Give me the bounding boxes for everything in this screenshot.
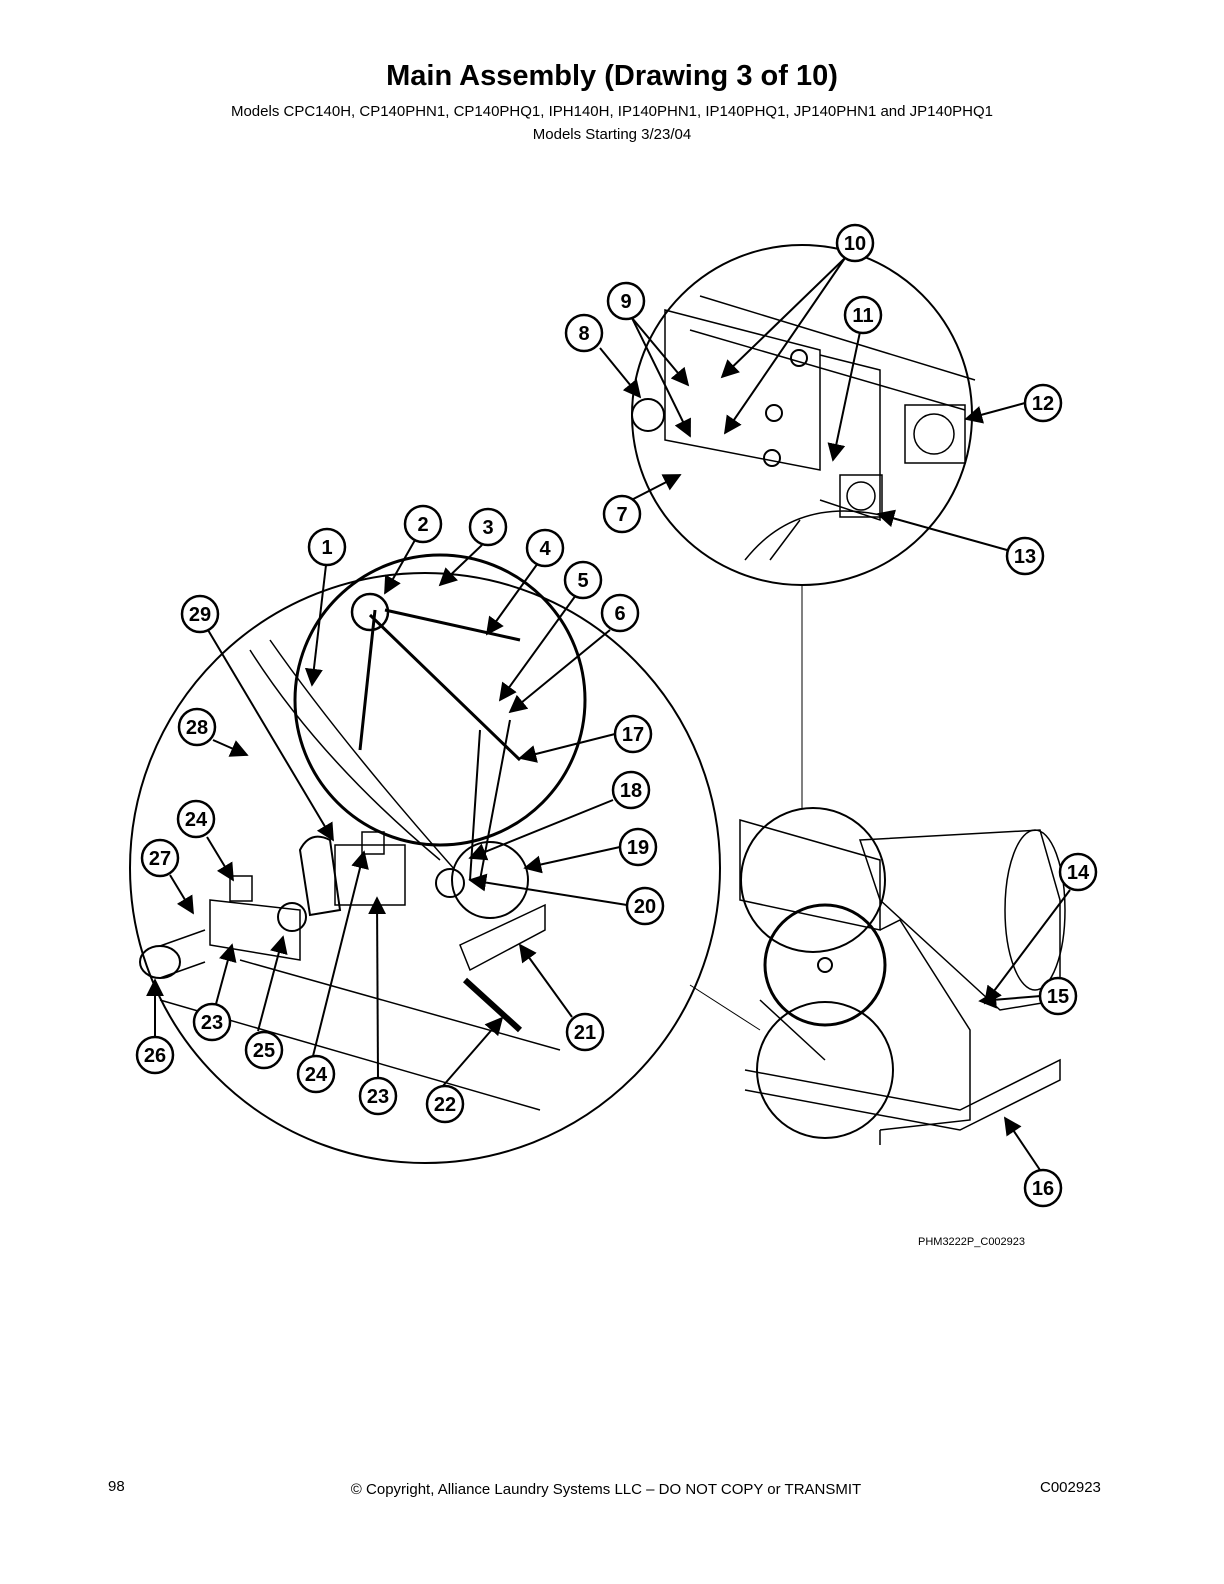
callout: 28 xyxy=(177,707,217,747)
callout-label: 22 xyxy=(434,1094,456,1116)
callout-label: 16 xyxy=(1032,1178,1054,1200)
callout-label: 9 xyxy=(620,291,631,313)
callout: 12 xyxy=(1023,383,1063,423)
callout: 24 xyxy=(296,1054,336,1094)
page-title: Main Assembly (Drawing 3 of 10) xyxy=(386,60,838,92)
models-start-line: Models Starting 3/23/04 xyxy=(532,126,692,143)
callout: 15 xyxy=(1038,976,1078,1016)
callout: 20 xyxy=(625,886,665,926)
callout-label: 29 xyxy=(189,604,211,626)
callout: 7 xyxy=(602,494,642,534)
callout-label: 19 xyxy=(627,837,649,859)
detail-connector-lines xyxy=(689,585,803,1031)
callout: 10 xyxy=(835,223,875,263)
callout: 27 xyxy=(140,838,180,878)
callout: 13 xyxy=(1005,536,1045,576)
callout: 8 xyxy=(564,313,604,353)
callout-label: 14 xyxy=(1067,862,1090,884)
callouts: 1 2 3 4 5 6 7 8 9 10 11 12 13 14 15 16 1… xyxy=(135,223,1098,1208)
drawing-code: PHM3222P_C002923 xyxy=(918,1236,1026,1248)
callout-label: 11 xyxy=(852,305,873,327)
callout-label: 26 xyxy=(144,1045,166,1067)
callout-label: 21 xyxy=(574,1022,596,1044)
callout-label: 20 xyxy=(634,896,656,918)
callout-label: 6 xyxy=(614,603,625,625)
callout: 25 xyxy=(244,1030,284,1070)
models-line: Models CPC140H, CP140PHN1, CP140PHQ1, IP… xyxy=(230,103,994,120)
callout-label: 27 xyxy=(149,848,171,870)
callout: 9 xyxy=(606,281,646,321)
callout: 3 xyxy=(468,507,508,547)
callout: 23 xyxy=(192,1002,232,1042)
callout: 6 xyxy=(600,593,640,633)
callout: 16 xyxy=(1023,1168,1063,1208)
callout: 18 xyxy=(611,770,651,810)
callout-label: 15 xyxy=(1047,986,1069,1008)
callout-label: 7 xyxy=(616,504,627,526)
callout-label: 5 xyxy=(577,570,588,592)
callout-label: 24 xyxy=(305,1064,328,1086)
page-number: 98 xyxy=(108,1478,125,1495)
machine-overview xyxy=(739,807,1066,1145)
callout: 1 xyxy=(307,527,347,567)
callout-label: 4 xyxy=(539,538,551,560)
callout: 22 xyxy=(425,1084,465,1124)
callout: 19 xyxy=(618,827,658,867)
callout-label: 28 xyxy=(186,717,208,739)
callout: 26 xyxy=(135,1035,175,1075)
callout: 21 xyxy=(565,1012,605,1052)
callout: 29 xyxy=(180,594,220,634)
callout-label: 3 xyxy=(482,517,493,539)
callout: 24 xyxy=(176,799,216,839)
callout-label: 10 xyxy=(844,233,866,255)
callout-label: 23 xyxy=(201,1012,223,1034)
callout-label: 17 xyxy=(622,724,644,746)
document-code: C002923 xyxy=(1040,1479,1101,1496)
callout: 5 xyxy=(563,560,603,600)
detail-circle-main xyxy=(129,553,721,1164)
callout-label: 23 xyxy=(367,1086,389,1108)
leader-lines xyxy=(146,257,1071,1171)
detail-circle-top xyxy=(631,244,976,586)
callout-label: 25 xyxy=(253,1040,275,1062)
callout-label: 12 xyxy=(1032,393,1054,415)
copyright-notice: © Copyright, Alliance Laundry Systems LL… xyxy=(350,1481,862,1498)
callout: 23 xyxy=(358,1076,398,1116)
callout-label: 8 xyxy=(578,323,589,345)
callout-label: 13 xyxy=(1014,546,1036,568)
callout: 2 xyxy=(403,504,443,544)
callout-label: 24 xyxy=(185,809,208,831)
callout: 11 xyxy=(843,295,883,335)
callout: 17 xyxy=(613,714,653,754)
callout-label: 2 xyxy=(417,514,428,536)
callout-label: 1 xyxy=(321,537,332,559)
callout: 14 xyxy=(1058,852,1098,892)
callout-label: 18 xyxy=(620,780,642,802)
callout: 4 xyxy=(525,528,565,568)
